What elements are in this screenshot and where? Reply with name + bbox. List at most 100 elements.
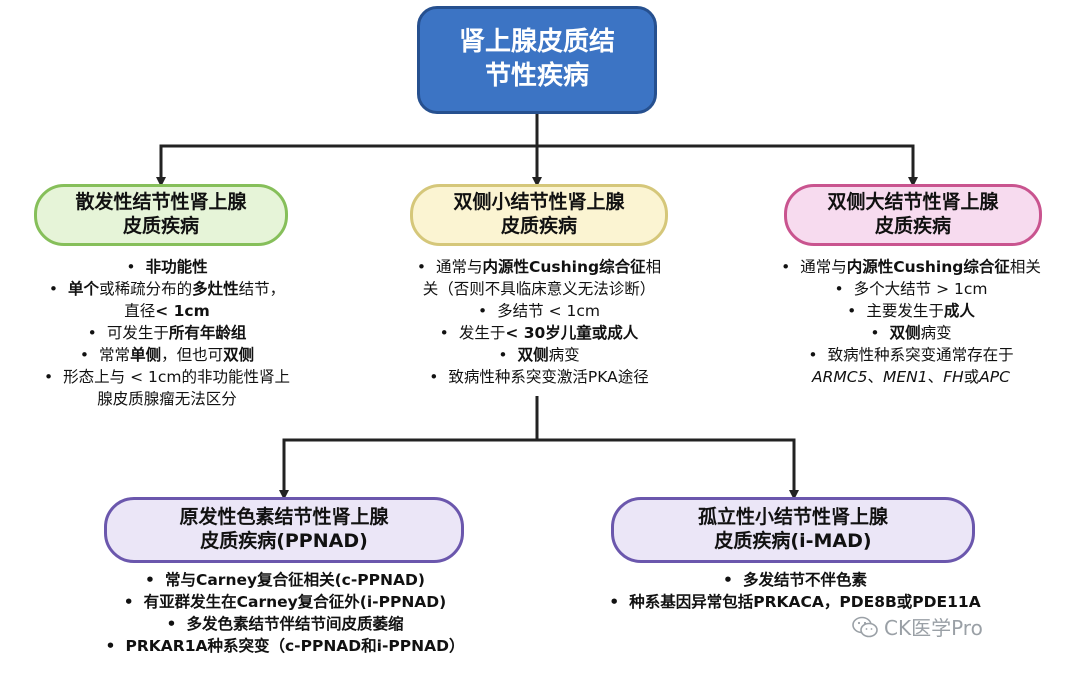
list-item: • 多个大结节 > 1cm	[742, 278, 1080, 300]
node-imad: 孤立性小结节性肾上腺 皮质疾病(i-MAD)	[611, 497, 975, 563]
root-node: 肾上腺皮质结 节性疾病	[417, 6, 657, 114]
list-item-text: 常常	[99, 346, 131, 364]
list-item: 直径< 1cm	[2, 300, 332, 322]
list-item: •可发生于所有年龄组	[2, 322, 332, 344]
node-title: 原发性色素结节性肾上腺	[179, 506, 389, 529]
feature-list-macronodular: • 通常与内源性Cushing综合征相关 • 多个大结节 > 1cm • 主要发生于成人 •…	[742, 256, 1080, 388]
list-item: •双侧病变	[374, 344, 704, 366]
list-item-text: 双侧	[889, 324, 921, 342]
feature-list-micronodular: •通常与内源性Cushing综合征相关（否则不具临床意义无法诊断） • 多结节 < …	[374, 256, 704, 388]
list-item-text: 常与Carney复合征相关(c-PPNAD)	[164, 571, 425, 589]
list-item-text: 多灶性	[192, 280, 239, 298]
list-item-text: 病变	[920, 324, 952, 342]
bullet-icon: •	[498, 346, 508, 364]
wechat-icon	[852, 616, 878, 637]
node-title: 皮质疾病	[500, 215, 577, 237]
list-item-text: 双侧	[223, 346, 255, 364]
list-item-text: FH	[943, 368, 964, 386]
bullet-icon: •	[781, 258, 791, 276]
list-item-text: 关（否则不具临床意义无法诊断）	[422, 280, 656, 298]
feature-list-sporadic: •非功能性•单个或稀疏分布的多灶性结节，直径< 1cm•可发生于所有年龄组•常常…	[2, 256, 332, 410]
list-item-text: 多个大结节 > 1cm	[853, 280, 988, 298]
bullet-icon: •	[870, 324, 880, 342]
list-item-text: 内源性Cushing综合征	[482, 258, 646, 276]
bullet-icon: •	[808, 346, 818, 364]
bullet-icon: •	[87, 324, 97, 342]
list-item-text: 成人	[943, 302, 975, 320]
node-sporadic-nodular: 散发性结节性肾上腺 皮质疾病	[34, 184, 288, 246]
list-item-text: 可发生于	[106, 324, 169, 342]
watermark: CK医学Pro	[852, 612, 983, 641]
list-item: ARMC5、MEN1、FH或APC	[742, 366, 1080, 388]
bullet-icon: •	[609, 593, 620, 611]
node-title: 双侧大结节性肾上腺	[827, 191, 999, 214]
list-item-text: 相关	[1009, 258, 1041, 276]
node-title: 皮质疾病(PPNAD)	[200, 530, 368, 552]
list-item: • 发生于< 30岁儿童或成人	[374, 322, 704, 344]
list-item: • 常与Carney复合征相关(c-PPNAD)	[60, 569, 510, 591]
list-item-text: 多发色素结节伴结节间皮质萎缩	[186, 615, 404, 633]
list-item-text: 直径	[124, 302, 156, 320]
list-item-text: 病变	[548, 346, 580, 364]
bullet-icon: •	[834, 280, 844, 298]
feature-list-imad: •多发结节不伴色素 • 种系基因异常包括PRKACA，PDE8B或PDE11A	[560, 569, 1030, 613]
list-item-text: 种系基因异常包括PRKACA，PDE8B或PDE11A	[629, 593, 981, 611]
list-item-text: ARMC5	[812, 368, 868, 386]
list-item: •多发结节不伴色素	[560, 569, 1030, 591]
node-bilateral-macronodular: 双侧大结节性肾上腺 皮质疾病	[784, 184, 1042, 246]
list-item-text: 内源性Cushing综合征	[846, 258, 1010, 276]
list-item: • 致病性种系突变通常存在于	[742, 344, 1080, 366]
bullet-icon: •	[44, 368, 54, 386]
arrow-root-left	[156, 144, 537, 187]
list-item-text: 结节，	[238, 280, 286, 298]
list-item-text: 或	[963, 368, 980, 386]
list-item-text: 腺皮质腺瘤无法区分	[97, 390, 237, 408]
list-item: • 通常与内源性Cushing综合征相关	[742, 256, 1080, 278]
list-item: • 形态上与 < 1cm的非功能性肾上	[2, 366, 332, 388]
list-item-text: 或稀疏分布的	[99, 280, 193, 298]
bullet-icon: •	[79, 346, 90, 364]
bullet-icon: •	[429, 368, 439, 386]
list-item-text: 相	[645, 258, 662, 276]
list-item-text: 、	[867, 368, 883, 386]
list-item: 腺皮质腺瘤无法区分	[2, 388, 332, 410]
list-item-text: 主要发生于	[866, 302, 944, 320]
list-item-text: 多结节 < 1cm	[497, 302, 600, 320]
list-item: •通常与内源性Cushing综合征相	[374, 256, 704, 278]
list-item-text: 有亚群发生在Carney复合征外(i-PPNAD)	[143, 593, 447, 611]
list-item-text: 、	[927, 368, 944, 386]
list-item: •非功能性	[2, 256, 332, 278]
node-title: 双侧小结节性肾上腺	[453, 191, 625, 214]
list-item: •常常单侧，但也可双侧	[2, 344, 332, 366]
list-item-text: < 1cm	[155, 302, 210, 320]
list-item-text: MEN1	[882, 368, 928, 386]
list-item-text: APC	[979, 368, 1010, 386]
list-item-text: 通常与	[800, 258, 847, 276]
node-title: 皮质疾病(i-MAD)	[714, 530, 872, 552]
bullet-icon: •	[123, 593, 134, 611]
bullet-icon: •	[126, 258, 136, 276]
list-item-text: 致病性种系突变激活PKA途径	[448, 368, 649, 386]
arrow-to-imad	[537, 438, 799, 500]
list-item: • 双侧病变	[742, 322, 1080, 344]
list-item: 关（否则不具临床意义无法诊断）	[374, 278, 704, 300]
list-item-text: 致病性种系突变通常存在于	[827, 346, 1014, 364]
bullet-icon: •	[439, 324, 449, 342]
node-title: 散发性结节性肾上腺	[75, 191, 247, 214]
arrow-root-right	[537, 144, 918, 187]
watermark-text: CK医学Pro	[884, 616, 983, 640]
root-title-line1: 肾上腺皮质结	[458, 27, 615, 58]
bullet-icon: •	[478, 302, 488, 320]
list-item-text: < 30岁儿童或成人	[505, 324, 639, 342]
list-item-text: 发生于	[458, 324, 506, 342]
node-title: 皮质疾病	[874, 215, 951, 237]
node-title: 孤立性小结节性肾上腺	[697, 506, 888, 529]
list-item-text: 单个	[68, 280, 100, 298]
feature-list-ppnad: • 常与Carney复合征相关(c-PPNAD) • 有亚群发生在Carney复合征外…	[60, 569, 510, 657]
node-ppnad: 原发性色素结节性肾上腺 皮质疾病(PPNAD)	[104, 497, 464, 563]
list-item-text: 形态上与 < 1cm的非功能性肾上	[63, 368, 290, 386]
list-item: • 致病性种系突变激活PKA途径	[374, 366, 704, 388]
list-item: • 多结节 < 1cm	[374, 300, 704, 322]
bullet-icon: •	[145, 571, 155, 589]
